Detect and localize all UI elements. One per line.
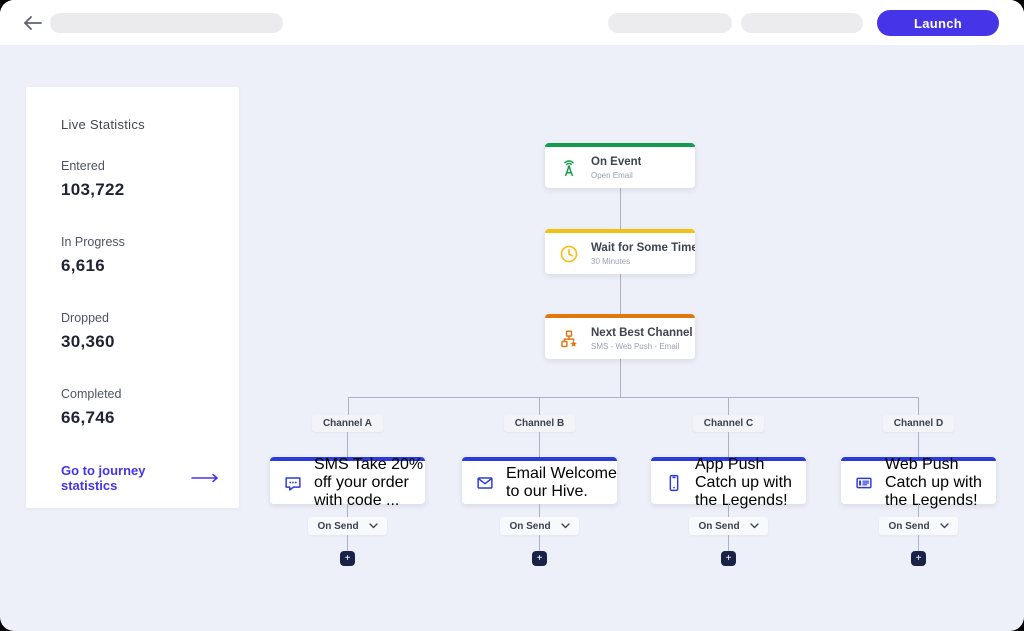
node-subtitle: Take 20% off your order with code ... [314, 455, 424, 509]
chevron-down-icon [749, 523, 759, 529]
connector-line [918, 504, 919, 517]
chevron-down-icon [368, 523, 378, 529]
stat-completed: Completed 66,746 [61, 387, 219, 428]
stat-label: Completed [61, 387, 122, 401]
trigger-dropdown[interactable]: On Send [500, 517, 579, 535]
branch-channel-b: Channel B Email Welcome to our Hive. On … [462, 415, 617, 567]
connector-line [347, 504, 348, 517]
trigger-dropdown[interactable]: On Send [308, 517, 387, 535]
node-subtitle: SMS - Web Push - Email [591, 341, 680, 351]
stat-entered: Entered 103,722 [61, 159, 219, 200]
node-title: SMS [314, 455, 349, 473]
stat-value: 66,746 [61, 408, 115, 427]
connector-line [347, 535, 348, 551]
node-web-push[interactable]: Web Push Catch up with the Legends! [841, 455, 996, 509]
hierarchy-star-icon [558, 328, 580, 350]
broadcast-icon [558, 157, 580, 179]
arrow-right-icon [191, 473, 219, 483]
chevron-down-icon [939, 523, 949, 529]
stat-label: Entered [61, 159, 105, 173]
connector-line [348, 397, 349, 415]
stat-value: 30,360 [61, 332, 115, 351]
connector-line [539, 397, 540, 415]
node-subtitle: Open Email [591, 170, 633, 180]
connector-line [728, 432, 729, 457]
panel-title: Live Statistics [61, 117, 145, 132]
branch-channel-a: Channel A SMS Take 20% off your order wi… [270, 415, 425, 567]
node-app-push[interactable]: App Push Catch up with the Legends! [651, 455, 806, 509]
connector-line [918, 432, 919, 457]
stat-label: Dropped [61, 311, 109, 325]
connector-line [728, 397, 729, 415]
node-title: Next Best Channel [591, 326, 693, 339]
trigger-label: On Send [888, 520, 930, 532]
chevron-down-icon [560, 523, 570, 529]
web-push-icon [853, 472, 875, 494]
channel-label: Channel B [503, 415, 576, 432]
branch-channel-c: Channel C App Push Catch up with the Leg… [651, 415, 806, 567]
stat-dropped: Dropped 30,360 [61, 311, 219, 352]
connector-line [620, 359, 621, 397]
link-label: Go to journey statistics [61, 463, 146, 493]
node-subtitle: Catch up with the Legends! [885, 473, 982, 509]
channel-label: Channel C [692, 415, 765, 432]
arrow-left-icon [23, 15, 43, 31]
toolbar-placeholder-2 [741, 13, 863, 33]
connector-line [918, 535, 919, 551]
branch-channel-d: Channel D Web Push Catch up with the Leg… [841, 415, 996, 567]
toolbar-placeholder-1 [608, 13, 732, 33]
trigger-label: On Send [317, 520, 359, 532]
node-on-event[interactable]: On Event Open Email [545, 143, 695, 188]
trigger-label: On Send [509, 520, 551, 532]
connector-line [728, 504, 729, 517]
topbar: Launch [0, 0, 1024, 45]
node-title: On Event [591, 155, 642, 168]
journey-title-placeholder [50, 13, 283, 33]
trigger-dropdown[interactable]: On Send [689, 517, 768, 535]
branch-connector-line [348, 397, 919, 398]
node-sms[interactable]: SMS Take 20% off your order with code ..… [270, 455, 425, 509]
node-wait[interactable]: Wait for Some Time 30 Minutes [545, 229, 695, 274]
back-button[interactable] [22, 13, 44, 33]
connector-line [347, 432, 348, 457]
trigger-dropdown[interactable]: On Send [879, 517, 958, 535]
connector-line [728, 535, 729, 551]
connector-line [539, 535, 540, 551]
add-node-button[interactable]: + [532, 551, 547, 566]
app-push-icon [663, 472, 685, 494]
live-statistics-panel: Live Statistics Entered 103,722 In Progr… [26, 87, 239, 508]
stat-label: In Progress [61, 235, 125, 249]
channel-label: Channel A [311, 415, 384, 432]
trigger-label: On Send [698, 520, 740, 532]
node-subtitle: Welcome to our Hive. [506, 464, 617, 500]
add-node-button[interactable]: + [340, 551, 355, 566]
connector-line [539, 504, 540, 517]
journey-statistics-link[interactable]: Go to journey statistics [61, 463, 219, 493]
node-title: Wait for Some Time [591, 241, 695, 254]
email-icon [474, 472, 496, 494]
node-title: Web Push [885, 455, 959, 473]
launch-button[interactable]: Launch [877, 10, 999, 36]
node-title: Email [506, 464, 547, 482]
stat-value: 103,722 [61, 180, 125, 199]
clock-icon [558, 243, 580, 265]
channel-label: Channel D [882, 415, 955, 432]
add-node-button[interactable]: + [911, 551, 926, 566]
node-subtitle: Catch up with the Legends! [695, 473, 792, 509]
stat-value: 6,616 [61, 256, 106, 275]
add-node-button[interactable]: + [721, 551, 736, 566]
connector-line [620, 274, 621, 314]
node-subtitle: 30 Minutes [591, 256, 631, 266]
stat-in-progress: In Progress 6,616 [61, 235, 219, 276]
node-title: App Push [695, 455, 765, 473]
connector-line [539, 432, 540, 457]
connector-line [620, 188, 621, 229]
node-email[interactable]: Email Welcome to our Hive. [462, 457, 617, 504]
connector-line [918, 397, 919, 415]
node-next-best-channel[interactable]: Next Best Channel SMS - Web Push - Email [545, 314, 695, 359]
sms-icon [282, 472, 304, 494]
